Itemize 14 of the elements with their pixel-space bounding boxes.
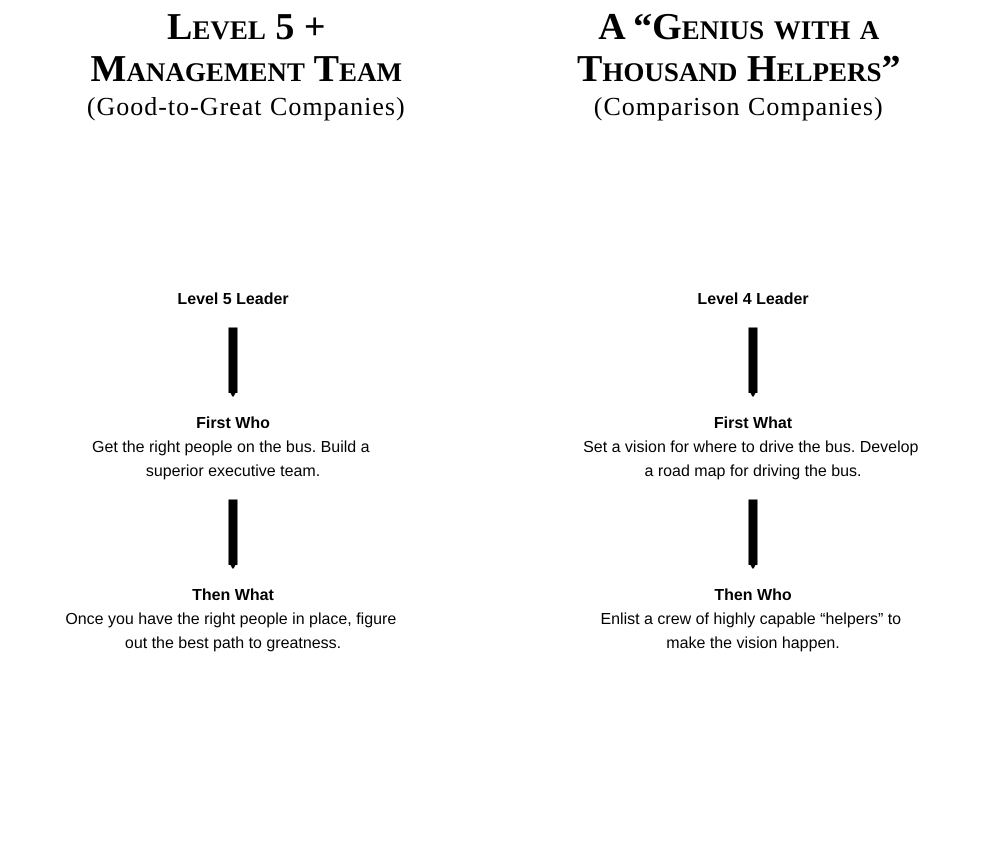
node-text: Then Who Enlist a crew of highly capable “helpers” to make the vision happen. [600,587,901,652]
node-text: First What Set a vision for where to drive the bus. Develop a road map for driving the bus. [582,415,918,480]
arrow [228,327,237,398]
column-heading: Level 5 + Management Team [89,6,404,90]
node-text: Then What Once you have the right people in place, figure out the best path to greatness. [64,587,396,652]
column-subheading: (Comparison Companies) [594,92,884,122]
arrow [748,327,757,398]
column-subheading: (Good-to-Great Companies) [86,92,406,122]
arrow [748,499,757,570]
node-text: Level 4 Leader [696,291,808,308]
node-text: Level 5 Leader [176,291,288,308]
node-text: First Who Get the right people on the bus. Build a superior executive team. [92,415,370,480]
column-heading: A “Genius with a Thousand Helpers” [576,6,902,90]
arrow [228,499,237,570]
